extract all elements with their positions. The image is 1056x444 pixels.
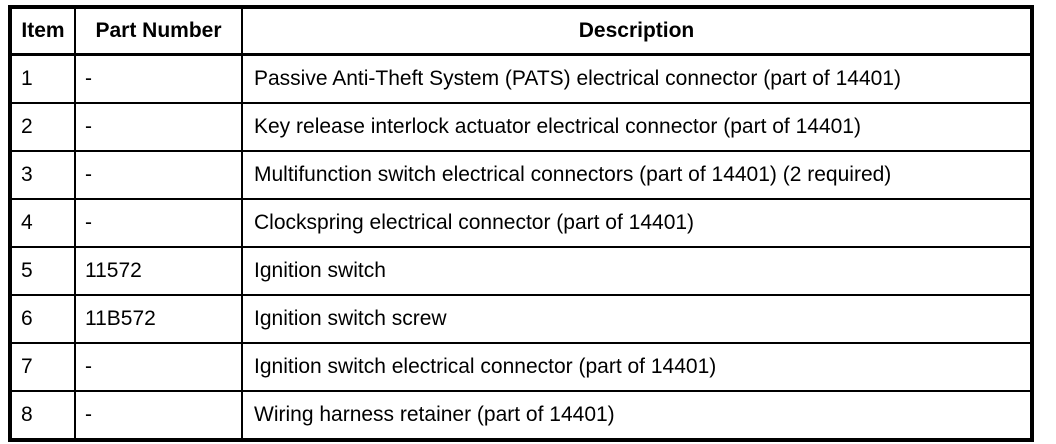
table-row: 7 - Ignition switch electrical connector… [9,342,1033,392]
cell-part-number: - [74,150,243,200]
table-row: 1 - Passive Anti-Theft System (PATS) ele… [9,53,1033,104]
cell-item: 6 [9,294,76,344]
cell-part-number: 11572 [74,246,243,296]
table-header-row: Item Part Number Description [9,6,1033,56]
cell-item: 4 [9,198,76,248]
cell-description: Ignition switch screw [241,294,1033,344]
table-row: 8 - Wiring harness retainer (part of 144… [9,390,1033,440]
cell-part-number: - [74,342,243,392]
cell-item: 5 [9,246,76,296]
cell-description: Passive Anti-Theft System (PATS) electri… [241,53,1033,104]
cell-description: Ignition switch electrical connector (pa… [241,342,1033,392]
cell-description: Wiring harness retainer (part of 14401) [241,390,1033,440]
table-row: 4 - Clockspring electrical connector (pa… [9,198,1033,248]
table-row: 3 - Multifunction switch electrical conn… [9,150,1033,200]
column-header-item: Item [9,6,76,56]
cell-item: 3 [9,150,76,200]
cell-item: 7 [9,342,76,392]
cell-part-number: 11B572 [74,294,243,344]
cell-description: Clockspring electrical connector (part o… [241,198,1033,248]
cell-item: 2 [9,102,76,152]
table-header: Item Part Number Description [9,6,1033,56]
table-row: 5 11572 Ignition switch [9,246,1033,296]
cell-description: Ignition switch [241,246,1033,296]
cell-part-number: - [74,102,243,152]
table-body: 1 - Passive Anti-Theft System (PATS) ele… [9,53,1033,440]
table-row: 2 - Key release interlock actuator elect… [9,102,1033,152]
cell-description: Key release interlock actuator electrica… [241,102,1033,152]
cell-item: 8 [9,390,76,440]
cell-description: Multifunction switch electrical connecto… [241,150,1033,200]
cell-item: 1 [9,53,76,104]
column-header-description: Description [241,6,1033,56]
column-header-part-number: Part Number [74,6,243,56]
table-row: 6 11B572 Ignition switch screw [9,294,1033,344]
cell-part-number: - [74,53,243,104]
cell-part-number: - [74,390,243,440]
cell-part-number: - [74,198,243,248]
parts-table: Item Part Number Description 1 - Passive… [8,5,1034,442]
